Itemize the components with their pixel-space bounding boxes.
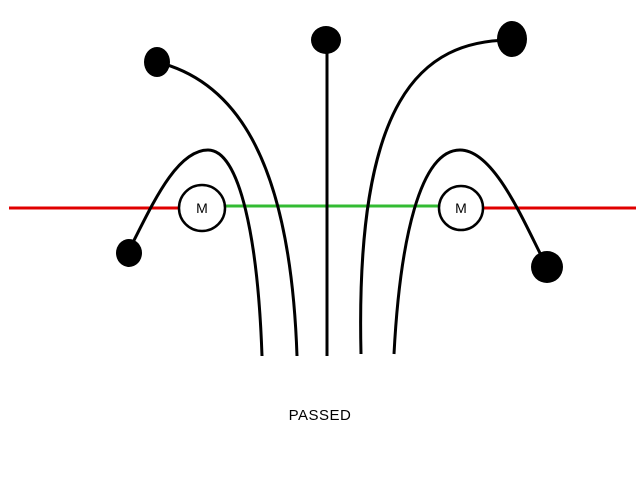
marker-left-label: M bbox=[196, 200, 208, 216]
string-mid-left bbox=[156, 60, 299, 357]
ball-mid-left[interactable] bbox=[144, 47, 170, 77]
ball-far-left[interactable] bbox=[116, 239, 142, 267]
status-text: PASSED bbox=[288, 407, 352, 424]
marker-left-circle bbox=[177, 183, 227, 233]
ball-center[interactable] bbox=[311, 26, 341, 54]
ball-far-right[interactable] bbox=[531, 251, 563, 283]
marker-right-label: M bbox=[455, 200, 467, 216]
string-far-left bbox=[126, 148, 264, 357]
marker-right[interactable]: M bbox=[437, 184, 485, 232]
marker-left[interactable]: M bbox=[177, 183, 227, 233]
string-far-right bbox=[392, 148, 548, 355]
string-mid-right bbox=[359, 38, 513, 355]
ball-mid-right[interactable] bbox=[497, 21, 527, 57]
marker-right-circle bbox=[437, 184, 485, 232]
